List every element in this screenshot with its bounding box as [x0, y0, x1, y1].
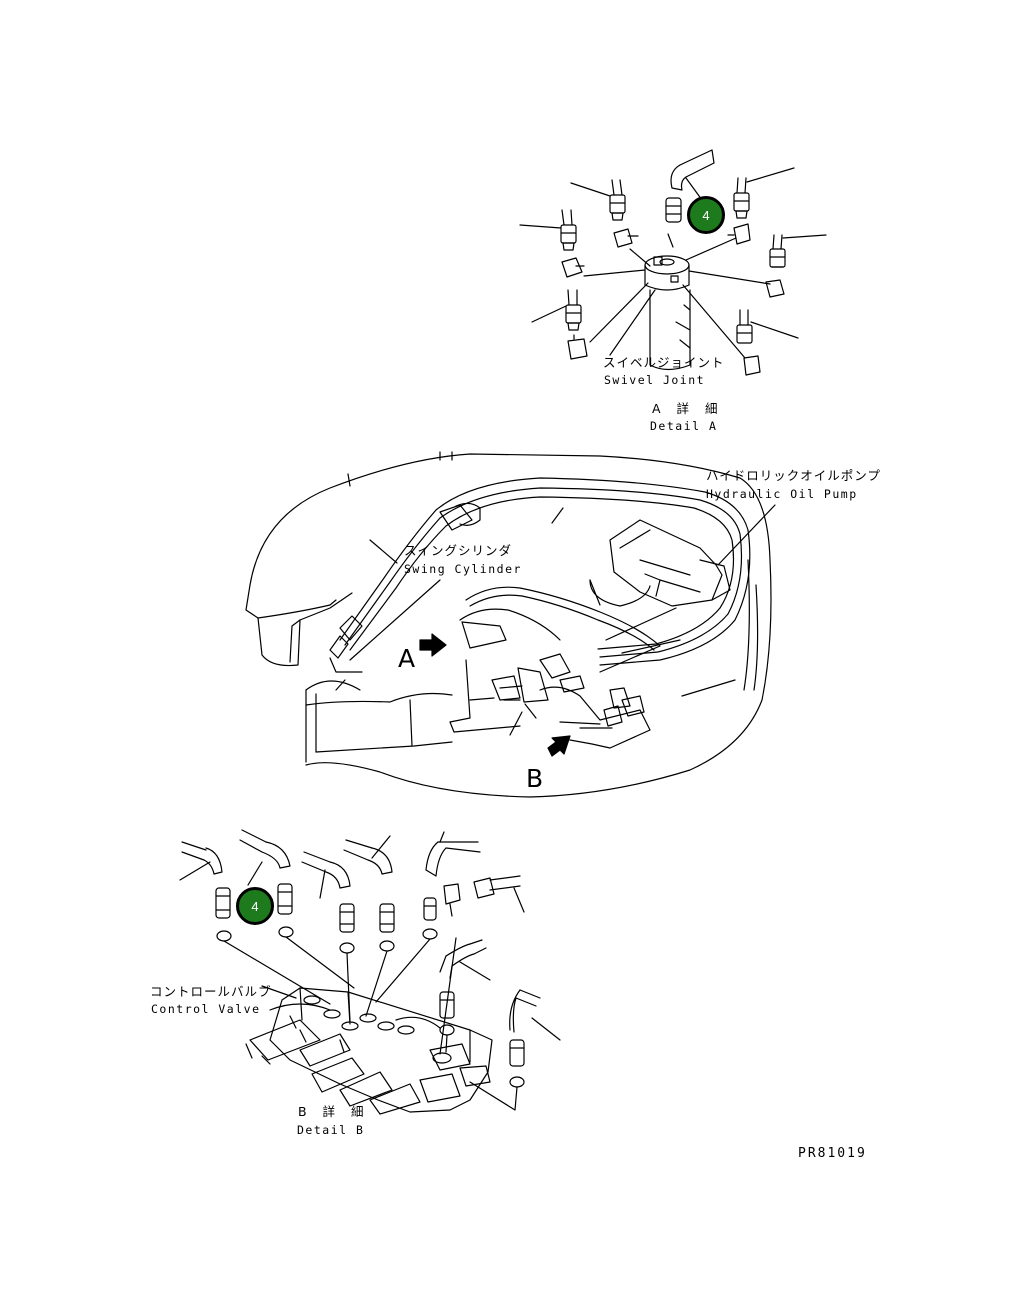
drawing-number: PR81019 — [798, 1146, 867, 1161]
detail-b-en-title: Detail B — [297, 1123, 365, 1137]
swivel-joint-en-label: Swivel Joint — [604, 373, 706, 387]
detail-b-jp-title: B 詳 細 — [298, 1104, 370, 1119]
control-valve-en-label: Control Valve — [151, 1002, 261, 1016]
view-marker-a: A — [398, 644, 416, 673]
hydraulic-lines — [330, 478, 775, 756]
pump-en-label: Hydraulic Oil Pump — [706, 487, 858, 501]
swing-cylinder-en-label: Swing Cylinder — [404, 562, 522, 576]
upper-structure-outline — [246, 452, 771, 797]
pump-jp-label: ハイドロリックオイルポンプ — [706, 468, 881, 483]
part-callout-4-bottom[interactable]: 4 — [236, 887, 274, 925]
swivel-joint-jp-label: スイベルジョイント — [603, 355, 725, 370]
control-valve-jp-label: コントロールバルブ — [150, 984, 272, 999]
swing-cylinder-jp-label: スイングシリンダ — [404, 543, 513, 558]
swivel-fittings — [520, 150, 826, 375]
detail-a-jp-title: A 詳 細 — [652, 401, 724, 416]
view-marker-b: B — [526, 764, 544, 793]
detail-a-en-title: Detail A — [650, 419, 718, 433]
control-valve-drawing — [246, 988, 492, 1114]
part-callout-4-top[interactable]: 4 — [687, 196, 725, 234]
control-valve-fittings — [180, 830, 560, 1110]
swivel-joint-drawing — [584, 234, 770, 370]
